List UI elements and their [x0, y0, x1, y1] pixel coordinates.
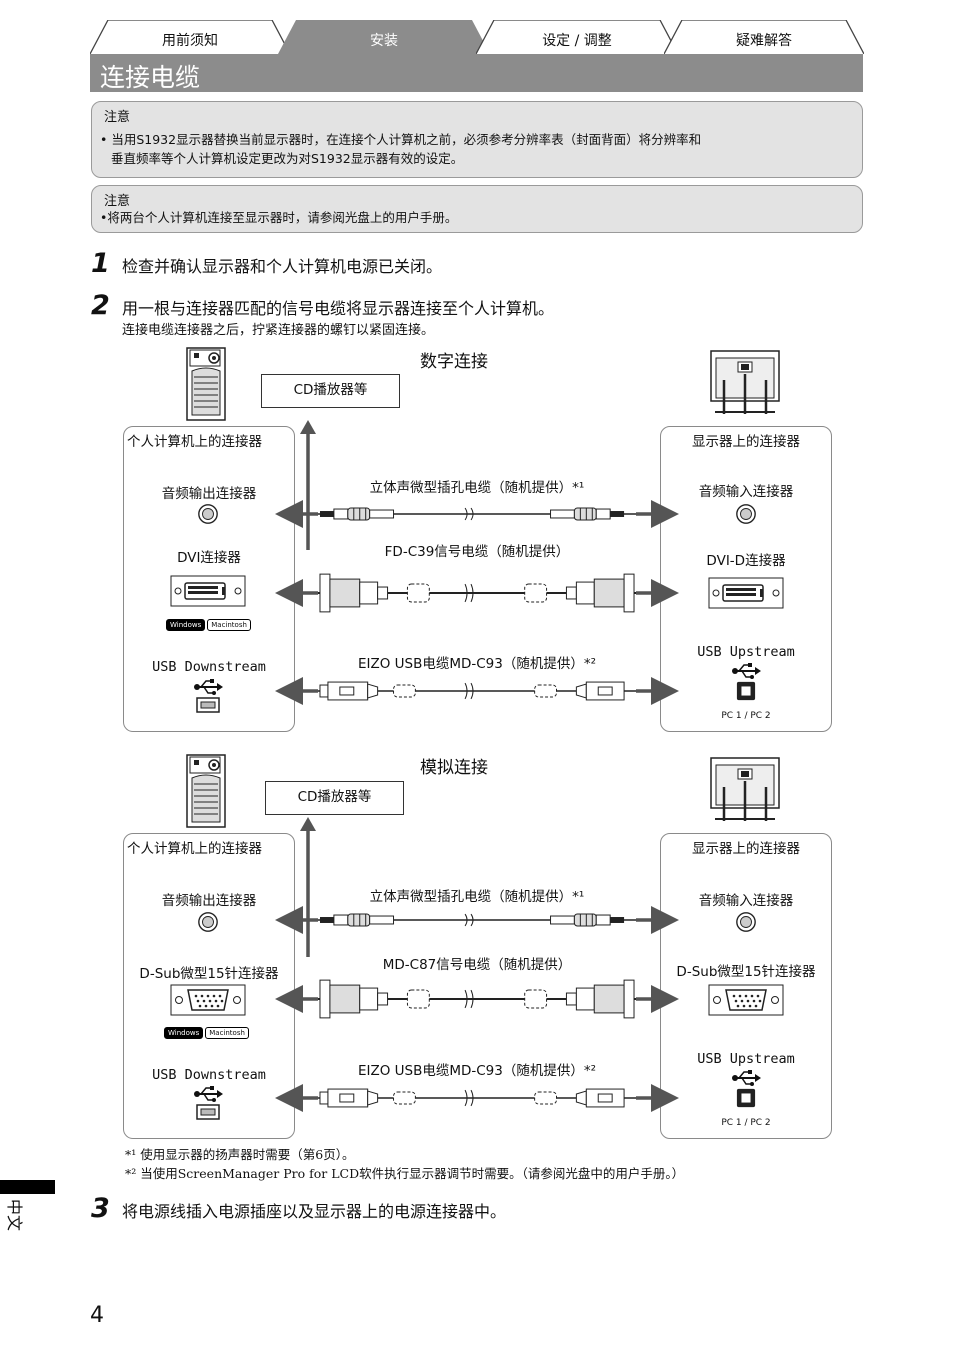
- connector-label: 音频输入连接器: [698, 484, 794, 500]
- note-line: •将两台个人计算机连接至显示器时，请参阅光盘上的用户手册。: [100, 210, 458, 225]
- connector-label: USB Downstream: [152, 659, 266, 675]
- tab-troubleshooting[interactable]: 疑难解答: [664, 20, 864, 54]
- tab-settings[interactable]: 设定 / 调整: [476, 20, 678, 54]
- note-line: • 当用S1932显示器替换当前显示器时，在连接个人计算机之前，必须参考分辨率表…: [100, 132, 702, 147]
- dsub-cable-icon: [318, 976, 636, 1022]
- panel-header: 显示器上的连接器: [692, 841, 800, 857]
- tab-installation[interactable]: 安装: [278, 20, 490, 54]
- diagram-title: 数字连接: [420, 352, 488, 372]
- connector-label: DVI连接器: [177, 550, 241, 566]
- windows-badge: Windows: [164, 1027, 204, 1039]
- usb-cable-icon: [318, 1088, 636, 1108]
- pc-connector-panel: 个人计算机上的连接器 音频输出连接器 D-Sub微型15针连接器 Windows…: [123, 833, 295, 1139]
- step-subtext: 连接电缆连接器之后，拧紧连接器的螺钉以紧固连接。: [122, 323, 435, 338]
- note-heading: 注意: [104, 110, 131, 125]
- footnote: *² 当使用ScreenManager Pro for LCD软件执行显示器调节…: [125, 1166, 685, 1181]
- cable-label: MD-C87信号电缆（随机提供）: [382, 957, 572, 973]
- page-number: 4: [90, 1303, 104, 1328]
- tab-label: 安装: [370, 33, 398, 49]
- panel-header: 显示器上的连接器: [692, 434, 800, 450]
- note-box-1: 注意 • 当用S1932显示器替换当前显示器时，在连接个人计算机之前，必须参考分…: [91, 101, 863, 178]
- connector-label: USB Upstream: [697, 644, 795, 660]
- windows-badge: Windows: [166, 619, 206, 631]
- cable-label: EIZO USB电缆MD-C93（随机提供）*²: [357, 656, 597, 672]
- tab-label: 设定 / 调整: [542, 33, 612, 49]
- cable-label: FD-C39信号电缆（随机提供）: [384, 544, 570, 560]
- step-number: 2: [91, 290, 110, 321]
- panel-header: 个人计算机上的连接器: [127, 434, 262, 450]
- connector-label: USB Downstream: [152, 1067, 266, 1083]
- cable-label: 立体声微型插孔电缆（随机提供）*¹: [369, 889, 585, 905]
- step-text: 用一根与连接器匹配的信号电缆将显示器连接至个人计算机。: [122, 299, 555, 318]
- step-text: 将电源线插入电源插座以及显示器上的电源连接器中。: [122, 1202, 507, 1221]
- section-tab-bar: 用前须知 安装 设定 / 调整 疑难解答: [90, 20, 864, 54]
- tab-before-use[interactable]: 用前须知: [90, 20, 290, 54]
- arrows-analog: [275, 817, 679, 1112]
- connector-label: 音频输入连接器: [698, 893, 794, 909]
- language-tab-label: 中文: [5, 1199, 24, 1232]
- step-number: 1: [91, 248, 110, 279]
- step-number: 3: [91, 1193, 110, 1224]
- tab-label: 疑难解答: [736, 33, 792, 49]
- cd-player-box: CD播放器等: [261, 374, 400, 408]
- connector-label: 音频输出连接器: [161, 893, 257, 909]
- diagram-title: 模拟连接: [420, 758, 488, 778]
- cable-label: EIZO USB电缆MD-C93（随机提供）*²: [357, 1063, 597, 1079]
- stereo-cable-icon: [318, 506, 636, 522]
- connector-label: D-Sub微型15针连接器: [139, 966, 279, 982]
- dvi-cable-icon: [318, 570, 636, 616]
- monitor-connector-panel: 显示器上的连接器 音频输入连接器 D-Sub微型15针连接器 USB Upstr…: [660, 833, 832, 1139]
- macintosh-badge: Macintosh: [205, 1027, 249, 1039]
- tab-label: 用前须知: [162, 33, 218, 49]
- stereo-cable-icon: [318, 912, 636, 928]
- page-title-bar: 连接电缆: [90, 54, 863, 92]
- pc-tag: PC 1 / PC 2: [721, 1118, 771, 1128]
- connector-label: DVI-D连接器: [706, 553, 786, 569]
- connector-label: D-Sub微型15针连接器: [676, 964, 816, 980]
- usb-cable-icon: [318, 681, 636, 701]
- pc-tag: PC 1 / PC 2: [721, 711, 771, 721]
- page-title: 连接电缆: [100, 63, 201, 92]
- monitor-connector-panel: 显示器上的连接器 音频输入连接器 DVI-D连接器 USB Upstream P…: [660, 426, 832, 732]
- macintosh-badge: Macintosh: [207, 619, 251, 631]
- connector-label: 音频输出连接器: [161, 486, 257, 502]
- panel-header: 个人计算机上的连接器: [127, 841, 262, 857]
- note-line: 垂直频率等个人计算机设定更改为对S1932显示器有效的设定。: [111, 151, 464, 166]
- language-tab-marker: [0, 1180, 55, 1194]
- arrows-digital: [275, 420, 679, 705]
- note-box-2: 注意 •将两台个人计算机连接至显示器时，请参阅光盘上的用户手册。: [91, 185, 863, 233]
- note-heading: 注意: [104, 194, 131, 209]
- connector-label: USB Upstream: [697, 1051, 795, 1067]
- cable-label: 立体声微型插孔电缆（随机提供）*¹: [369, 480, 585, 496]
- cd-player-box: CD播放器等: [265, 781, 404, 815]
- step-text: 检查并确认显示器和个人计算机电源已关闭。: [122, 257, 443, 276]
- footnote: *¹ 使用显示器的扬声器时需要（第6页）。: [125, 1147, 355, 1162]
